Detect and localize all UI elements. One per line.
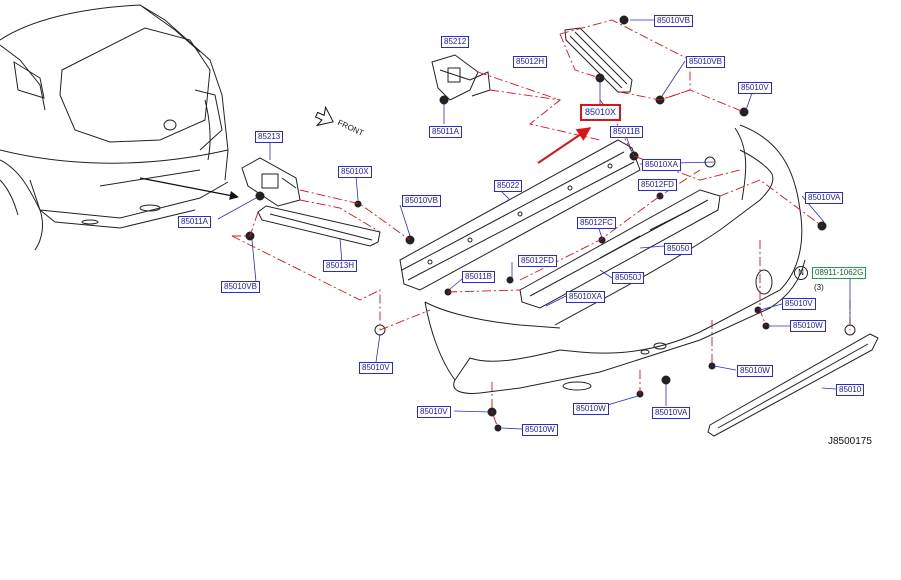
retainer-85050 [519,189,721,309]
part-label-85010X-highlighted[interactable]: 85010X [580,104,622,121]
bracket-85212 [431,54,491,101]
part-label-85012FD-lower[interactable]: 85012FD [518,255,557,267]
part-label-85010VB-right[interactable]: 85010VB [686,56,725,68]
front-direction-arrow [314,105,334,127]
reinforcement-beam-85022 [399,139,641,291]
part-label-85012FD-upper[interactable]: 85012FD [638,179,677,191]
diagram-reference-code: J8500175 [828,436,872,447]
part-label-85010VB-left[interactable]: 85010VB [221,281,260,293]
upper-bracket-85012H [564,27,633,93]
part-label-85010[interactable]: 85010 [836,384,865,396]
bracket-85213 [241,157,301,207]
part-label-85011B-lower[interactable]: 85011B [462,271,495,283]
highlight-arrow [537,127,592,164]
vehicle-to-bracket-arrow [139,177,239,200]
part-label-85010V-right[interactable]: 85010V [782,298,816,310]
part-label-85022[interactable]: 85022 [494,180,523,192]
part-label-85010W-mid[interactable]: 85010W [737,365,773,377]
bumper-fascia [424,124,806,394]
part-label-85010W-bottom[interactable]: 85010W [522,424,558,436]
note-quantity: (3) [814,283,824,292]
part-label-85010XA-lower[interactable]: 85010XA [566,291,605,303]
part-label-08911-1062G[interactable]: 08911-1062G [812,267,867,279]
part-label-85010VB-mid[interactable]: 85010VB [402,195,441,207]
part-label-85010W-bottom-mid[interactable]: 85010W [573,403,609,415]
part-label-85011A-upper[interactable]: 85011A [429,126,462,138]
part-label-85010V-bottom[interactable]: 85010V [417,406,451,418]
part-label-85212[interactable]: 85212 [441,36,470,48]
part-label-85010X-left[interactable]: 85010X [338,166,372,178]
part-label-85011B-upper[interactable]: 85011B [610,126,643,138]
part-label-85050[interactable]: 85050 [664,243,693,255]
part-label-85013H[interactable]: 85013H [323,260,358,272]
vehicle-rear-illustration [0,4,229,251]
part-label-85010VA-right[interactable]: 85010VA [805,192,844,204]
part-label-85010W-right[interactable]: 85010W [790,320,826,332]
note-n-badge: N [794,266,808,280]
part-label-85010V-left[interactable]: 85010V [359,362,393,374]
part-label-85010V-top[interactable]: 85010V [738,82,772,94]
part-label-85011A-left[interactable]: 85011A [178,216,211,228]
part-label-85050J[interactable]: 85050J [612,272,645,284]
part-label-85010VB-top[interactable]: 85010VB [654,15,693,27]
part-label-85012FC[interactable]: 85012FC [577,217,616,229]
lower-bracket-85013H [257,205,381,247]
part-label-85012H[interactable]: 85012H [513,56,548,68]
part-label-85213[interactable]: 85213 [255,131,284,143]
part-label-85010XA-upper[interactable]: 85010XA [642,159,681,171]
part-label-85010VA-bottom[interactable]: 85010VA [652,407,691,419]
lower-trim-85010 [707,333,879,437]
